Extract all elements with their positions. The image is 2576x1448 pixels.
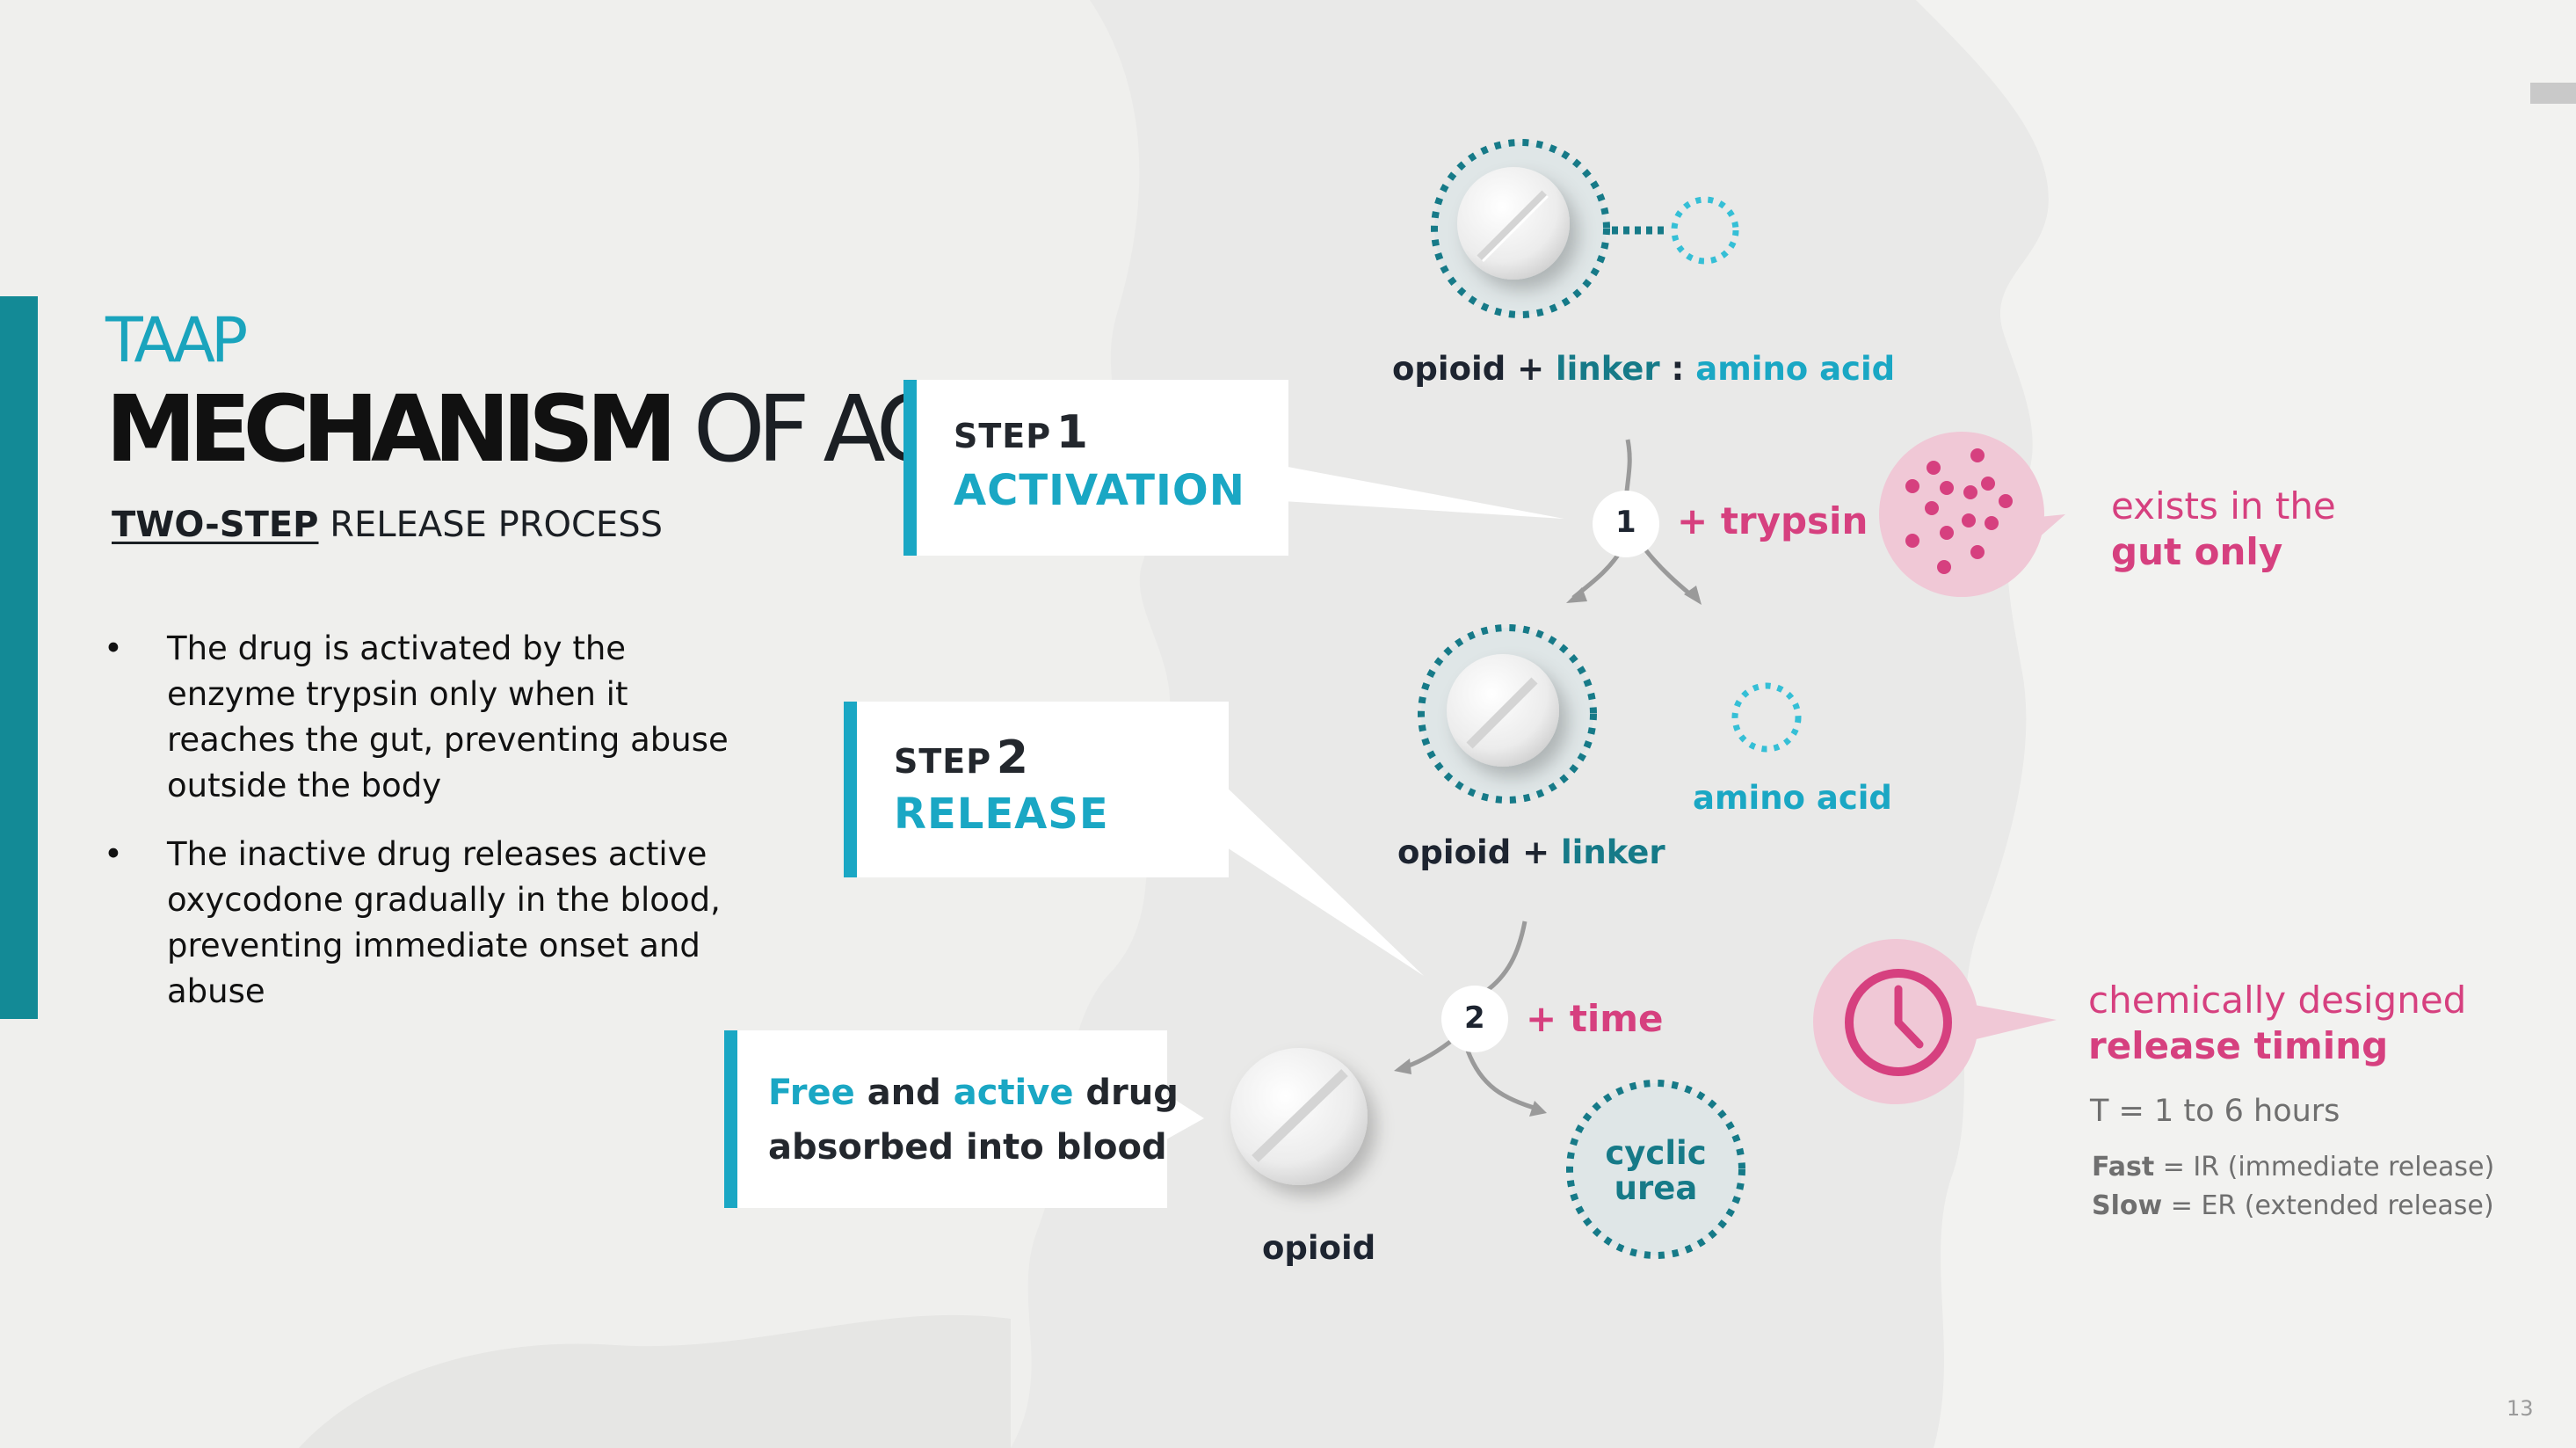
cyclic-urea-circle — [1566, 1080, 1745, 1259]
node1-agent: + trypsin — [1677, 499, 1869, 542]
fast-note: Fast = IR (immediate release) — [2092, 1152, 2495, 1182]
final-and: and — [867, 1073, 941, 1113]
mid-molecule — [1418, 624, 1597, 804]
step1-pointer — [1283, 466, 1564, 519]
background-silhouette-bottom — [299, 1314, 1011, 1448]
bullet-text: The inactive drug releases active oxycod… — [167, 835, 721, 1010]
step2-word: STEP — [894, 742, 992, 781]
timing-note-line1: chemically designed — [2088, 979, 2467, 1022]
node1-circle — [1593, 491, 1659, 557]
cyclic-urea-label: cyclic urea — [1605, 1134, 1707, 1207]
bullet-marker: • — [104, 629, 123, 667]
final-free: Free — [768, 1073, 855, 1113]
top-molecule — [1431, 139, 1739, 318]
subtitle-rest: RELEASE PROCESS — [330, 505, 663, 545]
amino-acid-label: amino acid — [1693, 779, 1892, 817]
step2-pointer — [1222, 782, 1424, 976]
step1-number: 1 — [1056, 406, 1088, 459]
title-bold: MECHANISM — [105, 375, 678, 483]
node2-input-line — [1484, 920, 1527, 994]
timing-range: T = 1 to 6 hours — [2090, 1094, 2340, 1129]
amino-acid-circle — [1731, 682, 1802, 753]
pill-icon — [1457, 167, 1570, 280]
bullet-item: • The inactive drug releases active oxyc… — [104, 832, 737, 1015]
step1-word: STEP — [954, 417, 1052, 455]
subtitle-underlined: TWO-STEP — [112, 505, 319, 545]
mid-molecule-label: opioid + linker — [1397, 833, 1665, 871]
timing-note: chemically designed release timing — [2088, 978, 2466, 1069]
pill-icon — [1230, 1048, 1368, 1185]
corner-tab — [2530, 83, 2576, 104]
bullet-marker: • — [104, 835, 123, 873]
node2-circle — [1441, 986, 1508, 1052]
accent-bar — [0, 296, 38, 1019]
page-number: 13 — [2507, 1396, 2534, 1421]
node2-agent: + time — [1526, 997, 1664, 1040]
step2-number: 2 — [996, 731, 1028, 784]
bullet-list: • The drug is activated by the enzyme tr… — [104, 626, 737, 1037]
final-active: active — [953, 1073, 1074, 1113]
enzyme-dots-icon — [1879, 432, 2065, 597]
step2-title: RELEASE — [894, 789, 1109, 839]
node1-number: 1 — [1615, 505, 1636, 540]
final-drug: drug — [1085, 1073, 1179, 1113]
clock-icon — [1813, 939, 2057, 1104]
step1-callout: STEP 1 ACTIVATION — [903, 380, 1288, 556]
background-silhouette-inner — [1916, 0, 2576, 1448]
final-line2: absorbed into blood — [768, 1127, 1167, 1168]
gut-note-line1: exists in the — [2111, 484, 2336, 528]
timing-note-line2: release timing — [2088, 1024, 2389, 1067]
node2-number: 2 — [1464, 1001, 1485, 1036]
final-callout: Free and active drug absorbed into blood — [724, 1030, 1179, 1208]
pill-icon — [1447, 654, 1559, 767]
subtitle: TWO-STEP RELEASE PROCESS — [112, 505, 663, 545]
gut-note-line2: gut only — [2111, 530, 2283, 573]
final-pointer — [1160, 1090, 1204, 1143]
bullet-item: • The drug is activated by the enzyme tr… — [104, 626, 737, 809]
gut-note: exists in the gut only — [2111, 484, 2336, 575]
top-molecule-label: opioid + linker : amino acid — [1392, 350, 1896, 388]
step1-title: ACTIVATION — [954, 466, 1245, 515]
bullet-text: The drug is activated by the enzyme tryp… — [167, 629, 729, 804]
step2-callout: STEP 2 RELEASE — [844, 702, 1229, 877]
node2-arrow-right — [1465, 1050, 1541, 1112]
brand-label: TAAP — [105, 304, 248, 376]
slow-note: Slow = ER (extended release) — [2092, 1190, 2494, 1221]
opioid-label: opioid — [1262, 1229, 1376, 1267]
